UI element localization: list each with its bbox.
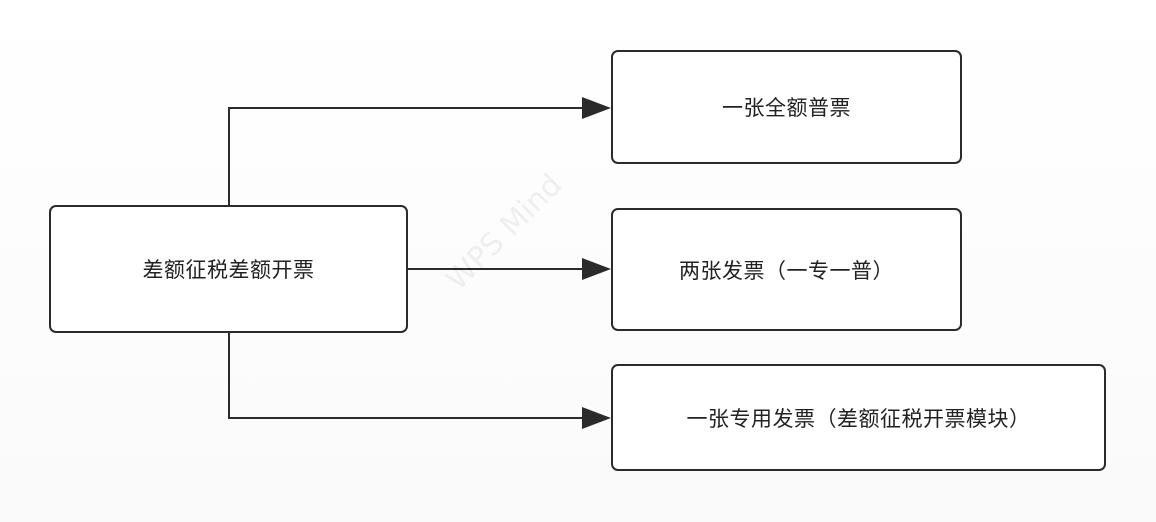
branch-node-1-label: 一张全额普票 — [722, 96, 851, 120]
branch-node-1[interactable]: 一张全额普票 — [611, 50, 962, 164]
root-node-label: 差额征税差额开票 — [142, 258, 315, 282]
connector-to-branch-3 — [228, 333, 582, 419]
arrowhead-branch-1 — [582, 97, 611, 119]
connector-to-branch-1 — [228, 107, 582, 205]
branch-node-2[interactable]: 两张发票（一专一普） — [611, 208, 962, 331]
arrowhead-branch-3 — [582, 407, 611, 429]
branch-node-2-label: 两张发票（一专一普） — [679, 258, 894, 283]
arrowhead-branch-2 — [582, 258, 611, 280]
root-node[interactable]: 差额征税差额开票 — [49, 205, 408, 333]
branch-node-3[interactable]: 一张专用发票（差额征税开票模块） — [611, 364, 1106, 471]
branch-node-3-label: 一张专用发票（差额征税开票模块） — [686, 406, 1031, 431]
